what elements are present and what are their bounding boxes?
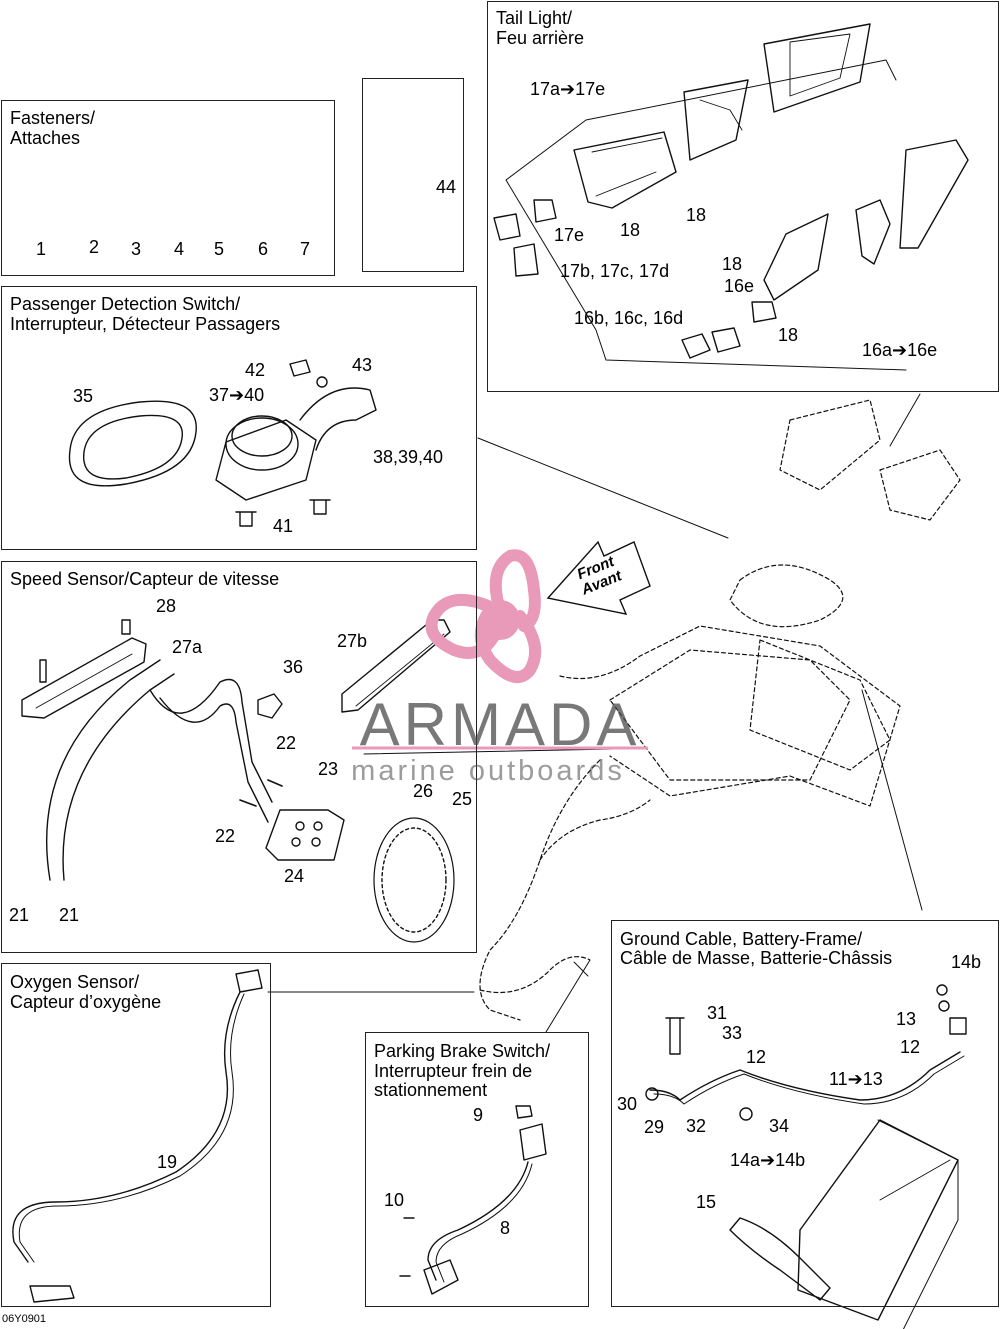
tail-label-18-d: 18 xyxy=(778,325,799,345)
ground-label-29: 29 xyxy=(644,1117,665,1137)
passenger-label-42: 42 xyxy=(245,360,266,380)
ground-cable-panel xyxy=(611,920,999,1307)
speed-label-24: 24 xyxy=(284,866,305,886)
sealant-label-44: 44 xyxy=(436,177,457,197)
ground-label-30: 30 xyxy=(617,1094,638,1114)
speed-label-22-b: 22 xyxy=(215,826,236,846)
tail-label-17a-17e: 17a➔17e xyxy=(530,79,606,99)
fasteners-title-line1: Fasteners/ xyxy=(10,108,96,128)
fastener-label-1: 1 xyxy=(36,239,47,259)
speed-label-25: 25 xyxy=(452,789,473,809)
passenger-title-line2: Interrupteur, Détecteur Passagers xyxy=(10,314,281,334)
fastener-label-3: 3 xyxy=(131,239,142,259)
tail-label-16e: 16e xyxy=(724,276,755,296)
tail-label-16b-16d: 16b, 16c, 16d xyxy=(574,308,684,328)
ground-label-33: 33 xyxy=(722,1023,743,1043)
front-arrow-label: Front Avant xyxy=(574,553,624,599)
oxygen-title-line1: Oxygen Sensor/ xyxy=(10,972,140,992)
ground-label-14b: 14b xyxy=(951,952,982,972)
ground-label-31: 31 xyxy=(707,1003,728,1023)
passenger-switch-panel xyxy=(1,286,477,550)
ground-label-15: 15 xyxy=(696,1192,717,1212)
parking-title-line1: Parking Brake Switch/ xyxy=(374,1041,551,1061)
ground-label-34: 34 xyxy=(769,1116,790,1136)
tail-light-title-line2: Feu arrière xyxy=(496,28,585,48)
tail-label-17e: 17e xyxy=(554,225,585,245)
oxygen-label-19: 19 xyxy=(157,1152,178,1172)
tail-label-17b-17d: 17b, 17c, 17d xyxy=(560,261,670,281)
ground-title-line2: Câble de Masse, Batterie-Châssis xyxy=(620,948,893,968)
ground-label-12-a: 12 xyxy=(900,1037,921,1057)
ground-label-32: 32 xyxy=(686,1116,707,1136)
sealant-panel xyxy=(362,78,464,272)
fastener-label-4: 4 xyxy=(174,239,185,259)
ground-title-line1: Ground Cable, Battery-Frame/ xyxy=(620,929,863,949)
parking-title-line3: stationnement xyxy=(374,1080,488,1100)
figure-code: 06Y0901 xyxy=(2,1313,47,1325)
speed-label-23: 23 xyxy=(318,759,339,779)
fastener-label-5: 5 xyxy=(214,239,225,259)
speed-label-21-a: 21 xyxy=(9,905,30,925)
oxygen-sensor-panel xyxy=(1,963,271,1307)
passenger-label-38-39-40: 38,39,40 xyxy=(373,447,444,467)
speed-label-27b: 27b xyxy=(337,631,368,651)
speed-label-27a: 27a xyxy=(172,637,203,657)
parking-label-9: 9 xyxy=(473,1105,484,1125)
ground-label-12-b: 12 xyxy=(746,1047,767,1067)
tail-label-18-c: 18 xyxy=(722,254,743,274)
oxygen-title-line2: Capteur d’oxygène xyxy=(10,992,162,1012)
speed-label-22-a: 22 xyxy=(276,733,297,753)
parking-label-10: 10 xyxy=(384,1190,405,1210)
fastener-label-6: 6 xyxy=(258,239,269,259)
tail-light-title-line1: Tail Light/ xyxy=(496,8,573,28)
fastener-label-2: 2 xyxy=(89,237,100,257)
fasteners-panel xyxy=(1,100,335,276)
parking-label-8: 8 xyxy=(500,1218,511,1238)
passenger-label-43: 43 xyxy=(352,355,373,375)
ground-label-11-13: 11➔13 xyxy=(829,1069,883,1089)
tail-label-16a-16e: 16a➔16e xyxy=(862,340,938,360)
tail-label-18-a: 18 xyxy=(686,205,707,225)
parking-title-line2: Interrupteur frein de xyxy=(374,1061,533,1081)
tail-light-panel xyxy=(487,1,999,392)
passenger-title-line1: Passenger Detection Switch/ xyxy=(10,294,241,314)
speed-label-26: 26 xyxy=(413,781,434,801)
ground-label-14a-14b: 14a➔14b xyxy=(730,1150,806,1170)
tail-label-18-b: 18 xyxy=(620,220,641,240)
ground-label-13: 13 xyxy=(896,1009,917,1029)
fasteners-title-line2: Attaches xyxy=(10,128,81,148)
fastener-label-7: 7 xyxy=(300,239,311,259)
speed-label-21-b: 21 xyxy=(59,905,80,925)
speed-label-28: 28 xyxy=(156,596,177,616)
parking-brake-panel xyxy=(365,1032,589,1307)
passenger-label-41: 41 xyxy=(273,516,294,536)
passenger-label-35: 35 xyxy=(73,386,94,406)
passenger-label-37-40: 37➔40 xyxy=(209,385,265,405)
speed-sensor-title: Speed Sensor/Capteur de vitesse xyxy=(10,569,280,589)
speed-label-36: 36 xyxy=(283,657,304,677)
speed-sensor-panel xyxy=(1,561,477,953)
